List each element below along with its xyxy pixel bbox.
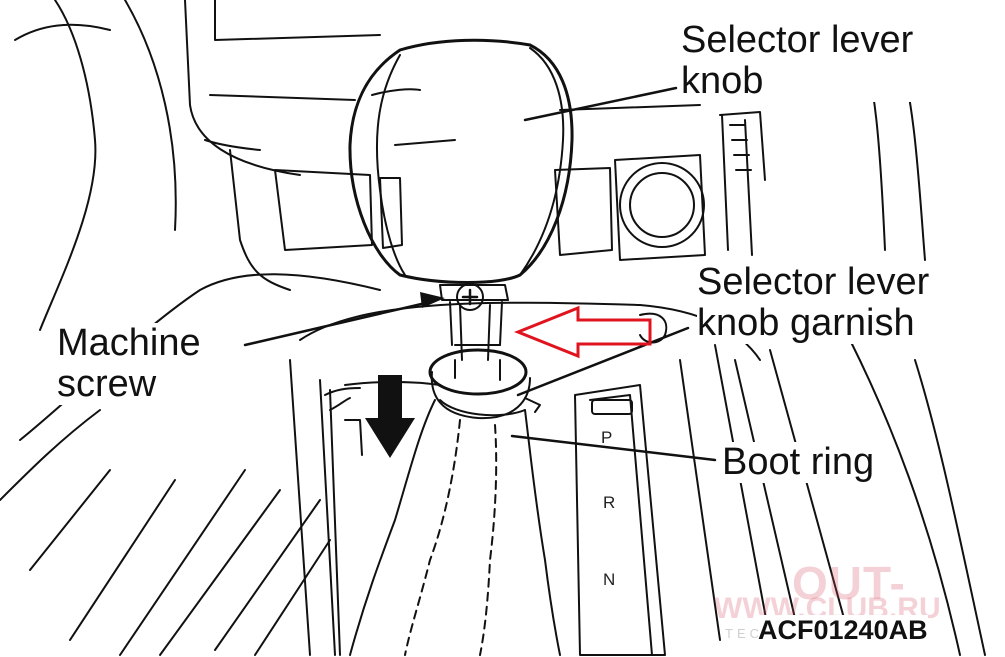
- console-background-lines: [0, 0, 986, 656]
- knob-garnish-and-boot-ring: [428, 348, 541, 420]
- gate-letter-p: P: [601, 428, 612, 447]
- pull-direction-arrow: [365, 375, 415, 458]
- label-line: knob: [681, 60, 764, 102]
- label-line: Selector lever: [697, 261, 930, 303]
- gate-letter-r: R: [603, 493, 615, 512]
- label-selector-lever-knob: Selector lever knob: [681, 19, 914, 102]
- shift-gate: [574, 312, 668, 656]
- leader-lines: [243, 86, 717, 462]
- label-line: knob garnish: [697, 302, 915, 344]
- label-line: Selector lever: [681, 19, 914, 61]
- label-line: screw: [57, 363, 157, 405]
- label-boot-ring: Boot ring: [722, 441, 875, 483]
- highlight-arrow: [513, 305, 652, 359]
- shift-boot: [344, 399, 561, 656]
- label-selector-lever-knob-garnish: Selector lever knob garnish: [697, 261, 930, 344]
- machine-screw-arrowhead: [420, 292, 445, 308]
- label-line: Machine: [57, 322, 201, 364]
- watermark-line-1: OUT-: [792, 557, 906, 609]
- selector-lever-knob: [348, 38, 574, 284]
- label-machine-screw: Machine screw: [57, 323, 201, 405]
- figure-code: ACF01240AB: [758, 615, 928, 646]
- gate-letter-n: N: [603, 570, 615, 589]
